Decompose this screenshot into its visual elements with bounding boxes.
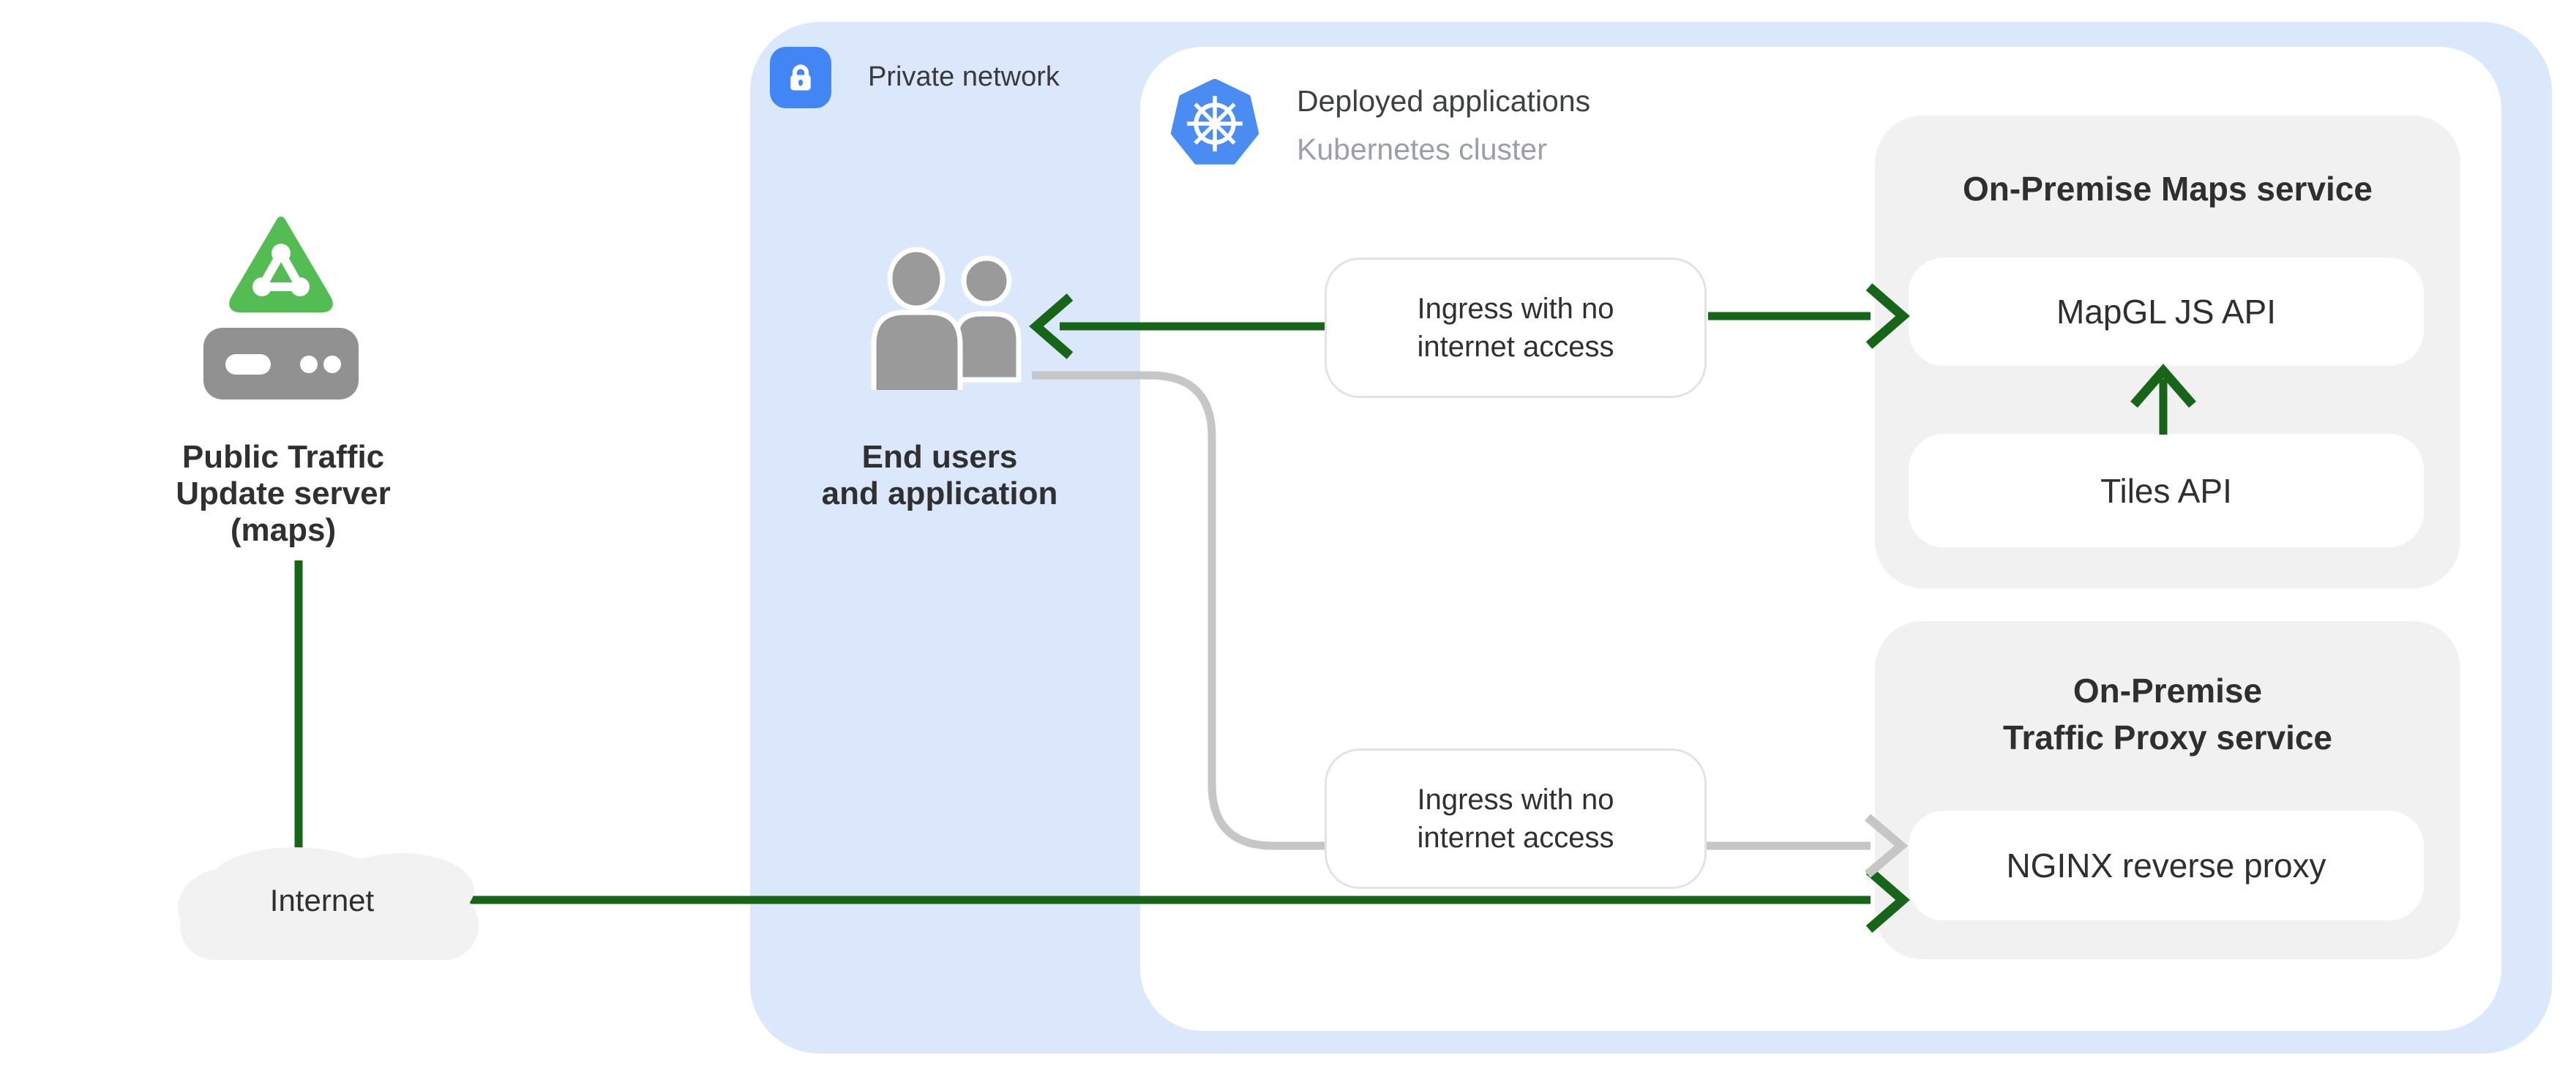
ingress-top-label-line2: internet access: [1417, 331, 1614, 363]
lock-icon: [770, 47, 831, 108]
traffic-server-icon: [202, 212, 360, 401]
internet-label: Internet: [269, 883, 375, 917]
tiles-api-label: Tiles API: [2100, 471, 2232, 510]
private-network-label: Private network: [868, 61, 1060, 92]
ingress-top-node: Ingress with no internet access: [1325, 258, 1707, 398]
end-users-label: End users and application: [771, 439, 1108, 512]
ingress-bottom-label-line2: internet access: [1417, 822, 1614, 854]
mapgl-js-api-node: MapGL JS API: [1909, 258, 2424, 366]
deployed-applications-label: Deployed applications: [1297, 84, 1591, 118]
kubernetes-cluster-label: Kubernetes cluster: [1297, 132, 1547, 166]
traffic-proxy-service-title: On-Premise Traffic Proxy service: [1875, 667, 2460, 761]
public-server-label: Public Traffic Update server (maps): [115, 439, 452, 549]
maps-service-title: On-Premise Maps service: [1963, 170, 2373, 208]
tiles-api-node: Tiles API: [1909, 434, 2424, 547]
public-server-label-line2: Update server: [176, 476, 391, 511]
traffic-proxy-title-line2: Traffic Proxy service: [2002, 718, 2333, 757]
end-users-icon: [862, 247, 1035, 396]
nginx-reverse-proxy-label: NGINX reverse proxy: [2006, 847, 2326, 885]
end-users-label-line2: and application: [821, 476, 1058, 511]
public-server-label-line1: Public Traffic: [181, 439, 385, 475]
traffic-proxy-title-line1: On-Premise: [2073, 672, 2263, 710]
kubernetes-icon: [1169, 78, 1260, 168]
mapgl-js-api-label: MapGL JS API: [2056, 293, 2276, 331]
internet-cloud-icon: [174, 846, 484, 961]
end-users-label-line1: End users: [861, 439, 1018, 475]
nginx-reverse-proxy-node: NGINX reverse proxy: [1909, 811, 2424, 920]
ingress-bottom-node: Ingress with no internet access: [1325, 748, 1707, 889]
public-server-label-line3: (maps): [230, 512, 337, 548]
ingress-top-label-line1: Ingress with no: [1417, 293, 1614, 325]
ingress-bottom-label-line1: Ingress with no: [1417, 784, 1614, 816]
